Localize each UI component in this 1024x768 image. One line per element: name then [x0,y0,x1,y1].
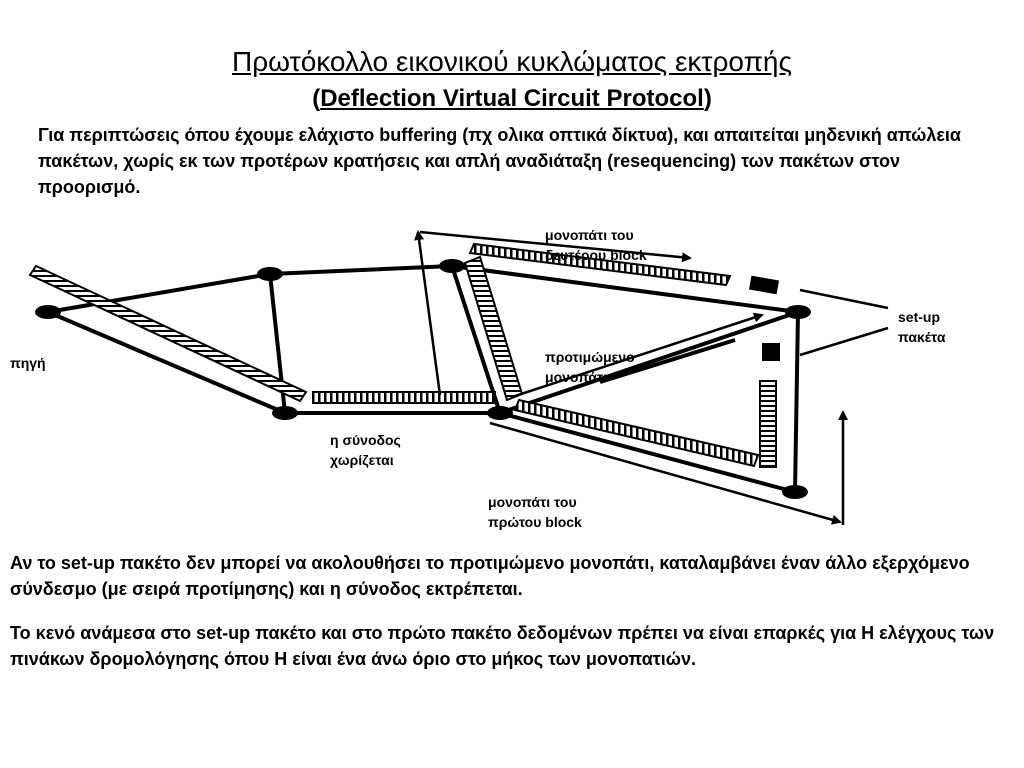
intro-paragraph: Για περιπτώσεις όπου έχουμε ελάχιστο buf… [38,125,961,197]
node-destination [782,485,808,499]
arrow-second-block [419,230,692,263]
node-source [35,305,61,319]
link [793,311,800,493]
label-line: προτιμώμενο [545,349,635,365]
network-links [47,264,800,494]
packet-train-second-block [468,242,732,287]
label-line: πακέτα [898,329,946,345]
setup-packet [762,343,780,361]
link [499,310,799,415]
page-subtitle: (Deflection Virtual Circuit Protocol) [0,84,1024,114]
label-line: μονοπάτι του [488,494,577,510]
label-line: η σύνοδος [330,432,401,448]
subtitle-text: Deflection Virtual Circuit Protocol [320,85,704,112]
setup-pointer [799,288,889,310]
label-line: μονοπάτι του [545,227,634,243]
node [257,267,283,281]
link [451,264,799,314]
link [499,411,796,494]
arrow-preferred [514,312,764,398]
node [439,259,465,273]
link [47,272,271,314]
link [450,265,502,414]
node-split [487,406,513,420]
network-diagram: μονοπάτι του δευτέρου block πηγή προτιμώ… [0,205,1024,545]
packet-train-vertical [759,380,777,468]
arrow-up [414,230,442,396]
packet-trains [28,242,777,468]
label-session-splits: η σύνοδος χωρίζεται [330,430,401,470]
network-nodes [35,259,811,499]
node [785,305,811,319]
arrows [414,230,889,525]
label-setup-packets: set-up πακέτα [898,307,946,347]
label-line: set-up [898,309,940,325]
subtitle-open-paren: ( [312,85,321,112]
arrow-first-block [489,421,842,525]
network-diagram-svg [28,230,889,525]
label-first-block: μονοπάτι του πρώτου block [488,492,582,532]
page-title: Πρωτόκολλο εικονικού κυκλώματος εκτροπής [232,46,792,77]
subtitle-close-paren: ) [703,85,712,112]
packet-train-source [28,264,308,403]
packet-train-first-block [513,398,760,468]
setup-pointer [799,326,889,357]
label-line: πρώτου block [488,514,582,530]
packet-train-bottom [312,391,496,404]
link [47,310,286,415]
label-line: χωρίζεται [330,452,394,468]
label-preferred-path: προτιμώμενο μονοπάτι [545,347,635,387]
paragraph-deflection: Αν το set-up πακέτο δεν μπορεί να ακολου… [10,553,970,599]
preferred-path-stroke [599,338,736,384]
label-second-block: μονοπάτι του δευτέρου block [545,225,647,265]
label-line: μονοπάτι [545,369,608,385]
label-source: πηγή [10,355,46,371]
setup-packet [748,275,780,295]
paragraph-gap: Το κενό ανάμεσα στο set-up πακέτο και στ… [10,623,995,669]
label-line: δευτέρου block [545,247,647,263]
node [272,406,298,420]
